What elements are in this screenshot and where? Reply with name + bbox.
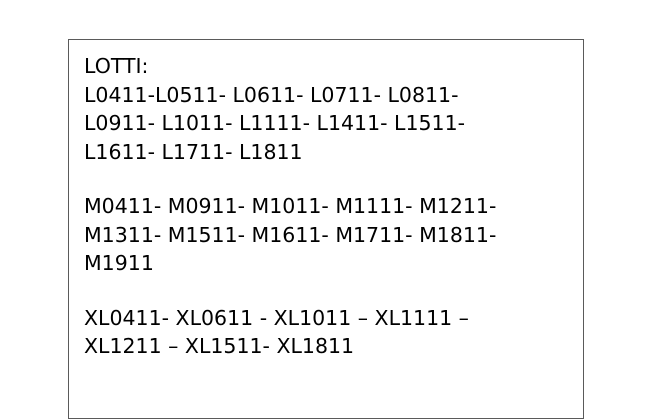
lot-line: L0911- L1011- L1111- L1411- L1511- <box>84 111 466 135</box>
lot-line: M0411- M0911- M1011- M1111- M1211- <box>84 194 497 218</box>
lot-line: XL0411- XL0611 - XL1011 – XL1111 – <box>84 305 469 330</box>
lot-heading: LOTTI: <box>84 54 149 78</box>
paragraph-gap <box>84 278 575 304</box>
lot-line: L0411-L0511- L0611- L0711- L0811- <box>84 82 459 107</box>
lot-group-l: L0411-L0511- L0611- L0711- L0811- L0911-… <box>84 81 575 167</box>
lot-group-m: M0411- M0911- M1011- M1111- M1211- M1311… <box>84 192 575 278</box>
lot-line: L1611- L1711- L1811 <box>84 139 303 164</box>
lot-line: XL1211 – XL1511- XL1811 <box>84 334 355 358</box>
text-box: LOTTI: L0411-L0511- L0611- L0711- L0811-… <box>68 39 584 419</box>
lot-line: M1911 <box>84 251 154 275</box>
paragraph-gap <box>84 166 575 192</box>
lot-group-xl: XL0411- XL0611 - XL1011 – XL1111 – XL121… <box>84 304 575 361</box>
lot-line: M1311- M1511- M1611- M1711- M1811- <box>84 222 497 247</box>
lot-list: LOTTI: L0411-L0511- L0611- L0711- L0811-… <box>84 52 575 361</box>
